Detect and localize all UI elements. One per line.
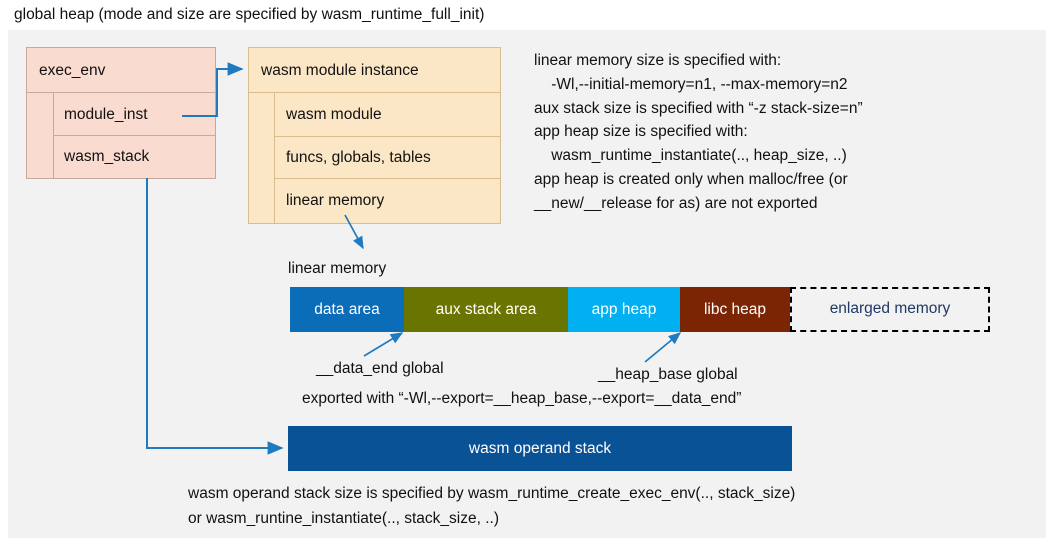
- linear-memory-caption: linear memory: [288, 260, 387, 277]
- wasm-module-instance-field-linear-memory: linear memory: [286, 192, 385, 209]
- wasm-module-instance-field-funcs-globals-tables: funcs, globals, tables: [275, 137, 500, 179]
- wasm-module-instance-box: [248, 47, 501, 224]
- memory-segment-app-heap: app heap: [568, 287, 680, 332]
- wasm-module-instance-header: wasm module instance: [249, 48, 500, 93]
- exec-env-field-module-inst: module_inst: [54, 93, 215, 136]
- heap-base-global-label: __heap_base global: [598, 366, 738, 383]
- memory-segment-data-area: data area: [290, 287, 404, 332]
- wasm-module-instance-field-wasm-module: wasm module: [275, 93, 500, 137]
- operand-stack-note: wasm operand stack size is specified by …: [188, 485, 796, 527]
- memory-config-notes: linear memory size is specified with: -W…: [534, 52, 863, 212]
- exec-env-gutter: [27, 93, 54, 178]
- exec-env-field-wasm-stack: wasm_stack: [64, 148, 150, 165]
- exec-env-header: exec_env: [27, 48, 215, 93]
- page-title: global heap (mode and size are specified…: [14, 6, 485, 23]
- memory-segment-enlarged-memory: enlarged memory: [790, 287, 990, 332]
- exported-globals-label: exported with “-Wl,--export=__heap_base,…: [302, 390, 742, 407]
- memory-segment-libc-heap: libc heap: [680, 287, 790, 332]
- wasm-module-instance-gutter: [249, 93, 275, 223]
- memory-segment-aux-stack-area: aux stack area: [404, 287, 568, 332]
- data-end-global-label: __data_end global: [316, 360, 444, 377]
- wasm-operand-stack-box: wasm operand stack: [288, 426, 792, 471]
